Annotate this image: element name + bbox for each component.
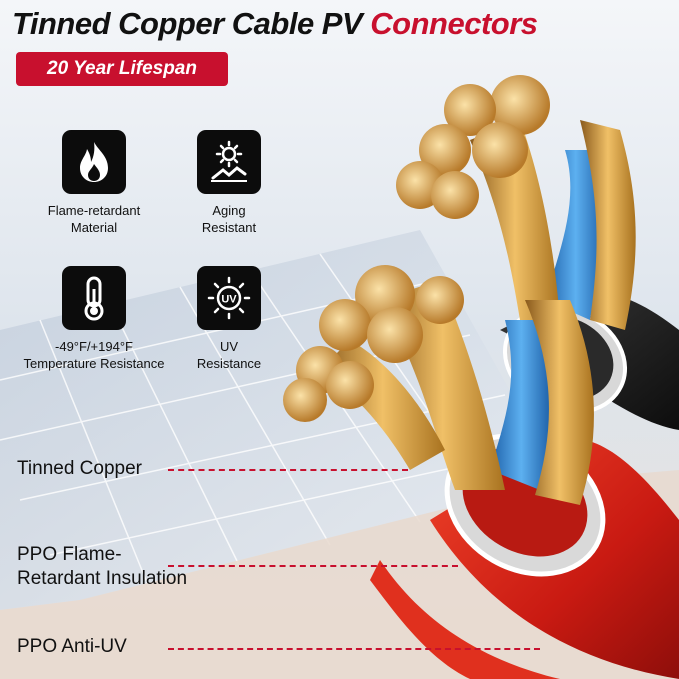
svg-text:UV: UV xyxy=(221,294,237,306)
feature-label: Material xyxy=(70,220,118,235)
feature-label: Resistance xyxy=(196,356,262,371)
page-title: Tinned Copper Cable PV Connectors xyxy=(12,6,672,42)
callout-ppo-anti-uv: PPO Anti-UV xyxy=(17,636,127,657)
feature-label: Aging xyxy=(212,203,246,218)
feature-label: Resistant xyxy=(201,220,257,235)
callout-ppo-insulation: PPO Flame- Retardant Insulation xyxy=(17,543,187,591)
sun-aging-icon xyxy=(197,130,261,194)
callout-tinned-copper: Tinned Copper xyxy=(17,458,142,479)
feature-flame-retardant: Flame-retardant Material xyxy=(19,130,169,236)
uv-icon: UV xyxy=(197,266,261,330)
feature-label: UV xyxy=(219,339,239,354)
callout-text: Retardant Insulation xyxy=(17,568,188,589)
callout-line xyxy=(168,648,540,650)
flame-icon xyxy=(62,130,126,194)
feature-aging-resistant: Aging Resistant xyxy=(154,130,304,236)
title-main: Tinned Copper Cable PV xyxy=(12,6,363,41)
feature-label: -49°F/+194°F xyxy=(55,339,133,354)
feature-uv-resistance: UV UV Resistance xyxy=(154,266,304,372)
callout-line xyxy=(168,469,408,471)
callout-line xyxy=(168,565,458,567)
callout-text: PPO Flame- xyxy=(17,544,122,565)
feature-label: Flame-retardant xyxy=(47,203,141,218)
thermometer-icon xyxy=(62,266,126,330)
title-accent: Connectors xyxy=(370,6,538,41)
lifespan-badge: 20 Year Lifespan xyxy=(16,52,228,86)
feature-label: Temperature Resistance xyxy=(23,356,165,371)
feature-temperature-resistance: -49°F/+194°F Temperature Resistance xyxy=(19,266,169,372)
